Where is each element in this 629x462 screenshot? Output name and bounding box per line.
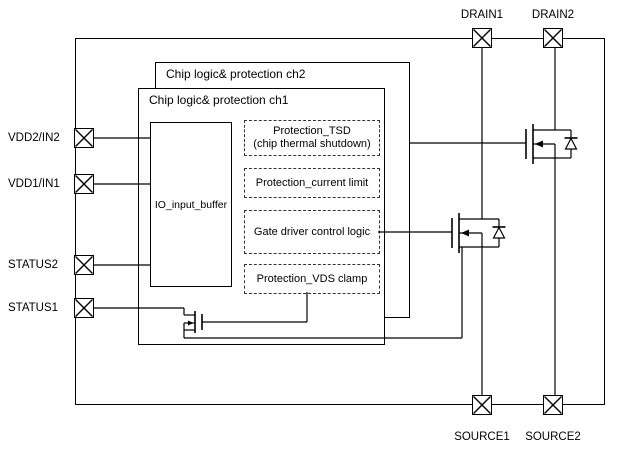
pad-x-icon [75, 299, 93, 317]
block-ch1-title: Chip logic& protection ch1 [149, 93, 289, 107]
pad-status2 [74, 255, 94, 275]
gate-driver-label: Gate driver control logic [253, 225, 371, 238]
pad-x-icon [544, 396, 562, 414]
pad-vdd2-in2 [74, 128, 94, 148]
pad-source1 [472, 395, 492, 415]
label-status1: STATUS1 [8, 302, 59, 314]
block-io-input-buffer: IO_input_buffer [150, 122, 232, 287]
pad-source2 [543, 395, 563, 415]
protection-vds-clamp-label: Protection_VDS clamp [256, 272, 368, 285]
pad-x-icon [544, 29, 562, 47]
pad-x-icon [473, 396, 491, 414]
block-ch2-title: Chip logic& protection ch2 [166, 67, 306, 81]
protection-tsd-label: Protection_TSD [273, 125, 351, 137]
pad-drain2 [543, 28, 563, 48]
block-protection-tsd: Protection_TSD (chip thermal shutdown) [244, 120, 380, 156]
block-protection-current-limit: Protection_current limit [244, 168, 380, 198]
block-gate-driver-control-logic: Gate driver control logic [244, 210, 380, 254]
label-drain1: DRAIN1 [460, 9, 504, 21]
protection-tsd-sublabel: (chip thermal shutdown) [253, 138, 371, 150]
label-source2: SOURCE2 [525, 431, 581, 443]
pad-x-icon [75, 175, 93, 193]
label-vdd1-in1: VDD1/IN1 [8, 178, 60, 190]
protection-current-limit-label: Protection_current limit [255, 176, 369, 189]
pad-drain1 [472, 28, 492, 48]
label-drain2: DRAIN2 [531, 9, 575, 21]
pad-vdd1-in1 [74, 174, 94, 194]
io-input-buffer-label: IO_input_buffer [154, 198, 228, 211]
label-status2: STATUS2 [8, 259, 59, 271]
block-protection-vds-clamp: Protection_VDS clamp [244, 264, 380, 294]
label-source1: SOURCE1 [454, 431, 510, 443]
label-vdd2-in2: VDD2/IN2 [8, 132, 60, 144]
pad-x-icon [473, 29, 491, 47]
pad-x-icon [75, 256, 93, 274]
chip-boundary [75, 38, 605, 405]
pad-status1 [74, 298, 94, 318]
pad-x-icon [75, 129, 93, 147]
